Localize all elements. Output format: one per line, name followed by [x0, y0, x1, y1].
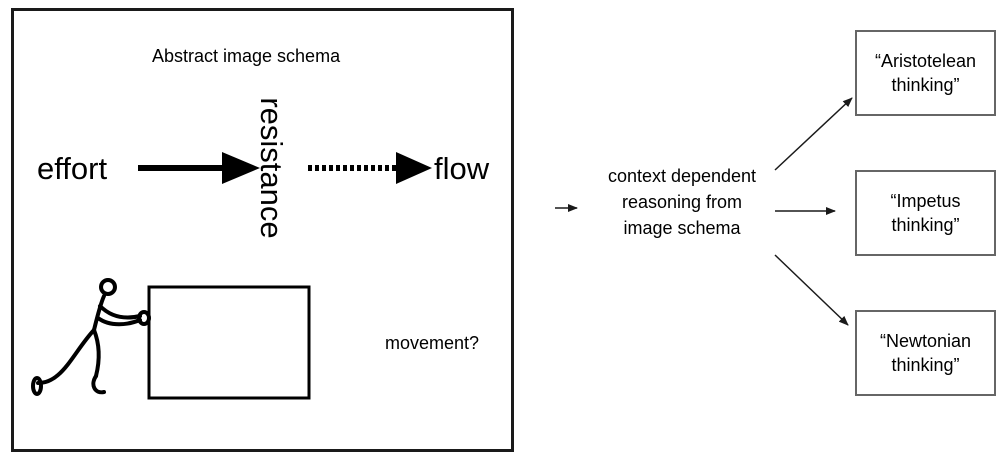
outcome-line: “Impetus	[890, 190, 961, 211]
outcome-line: thinking”	[891, 75, 960, 95]
flow-arrow	[308, 152, 432, 184]
resistance-label: resistance	[254, 97, 289, 239]
schema-frame	[11, 8, 514, 452]
arrow-to-aristotelean	[774, 97, 853, 171]
arrow-to-newtonian	[774, 254, 849, 326]
outcome-line: thinking”	[891, 355, 960, 375]
outcome-aristotelean-box: “Aristotelean thinking”	[855, 30, 996, 116]
schema-title: Abstract image schema	[152, 46, 341, 66]
outcome-impetus-box: “Impetus thinking”	[855, 170, 996, 256]
stick-figure-icon	[31, 278, 151, 396]
effort-arrow	[138, 152, 260, 184]
outcome-line: “Newtonian	[879, 330, 972, 351]
resistance-label-wrap: resistance	[251, 93, 291, 243]
outcome-newtonian-box: “Newtonian thinking”	[855, 310, 996, 396]
context-reasoning-text: context dependent reasoning from image s…	[607, 166, 757, 239]
flow-label: flow	[434, 151, 490, 186]
outcome-line: thinking”	[891, 215, 960, 235]
pushed-box	[147, 285, 311, 400]
outcome-line: “Aristotelean	[874, 50, 977, 71]
movement-label: movement?	[385, 333, 480, 353]
effort-label: effort	[37, 151, 108, 186]
